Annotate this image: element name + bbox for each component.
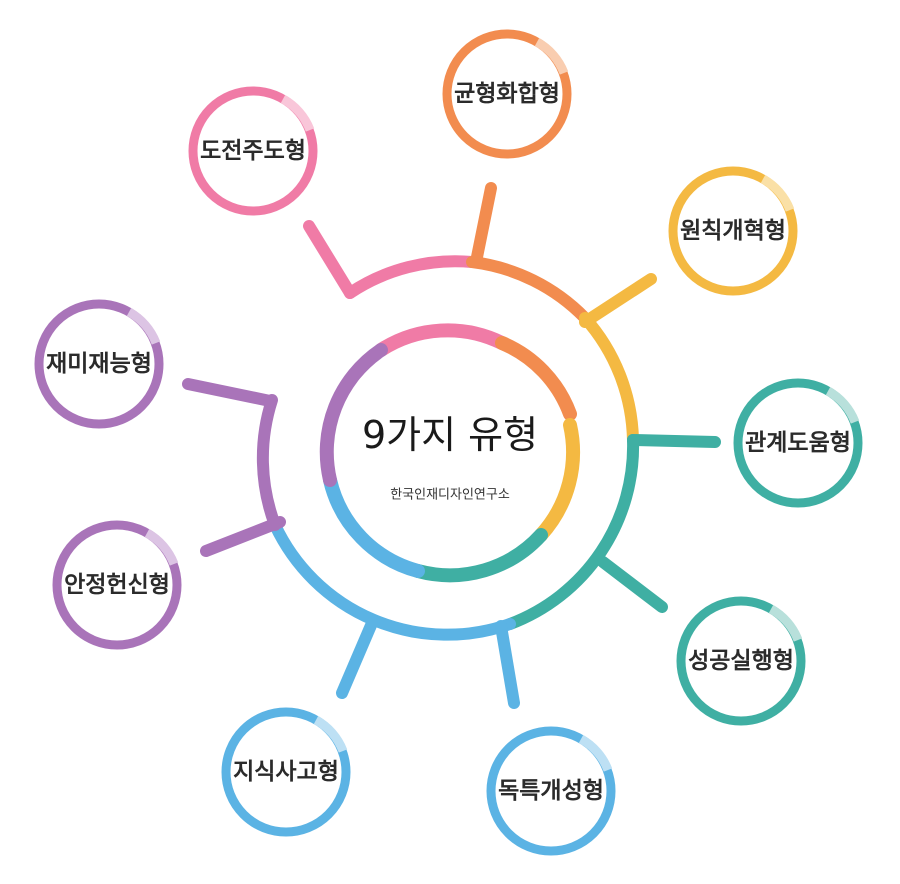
- node-label: 안정헌신형: [64, 572, 170, 598]
- connector-relation: [627, 434, 721, 448]
- node-ring: [676, 596, 806, 726]
- connector-stable: [200, 516, 286, 557]
- node-ring: [668, 166, 798, 296]
- node-ring-highlight: [534, 38, 569, 75]
- node-ring: [221, 707, 351, 837]
- node-ring: [52, 520, 182, 650]
- node-ring-highlight: [144, 529, 179, 566]
- node-label: 원칙개혁형: [680, 218, 786, 244]
- node-label: 독특개성형: [498, 778, 604, 804]
- inner-ring-blue-arc: [323, 473, 425, 578]
- node-ring-highlight: [280, 95, 315, 132]
- node-label: 성공실행형: [688, 648, 794, 674]
- inner-ring-pink-arc: [374, 323, 509, 357]
- node-stable: 안정헌신형: [52, 520, 182, 650]
- inner-ring-purple-arc: [319, 343, 388, 487]
- node-success: 성공실행형: [676, 596, 806, 726]
- node-ring-highlight: [578, 735, 613, 772]
- node-label: 도전주도형: [200, 138, 306, 164]
- node-label: 균형화합형: [454, 81, 560, 107]
- node-challenge: 도전주도형: [188, 86, 318, 216]
- node-balance: 균형화합형: [442, 29, 572, 159]
- connector-success: [597, 556, 668, 613]
- connector-challenge: [303, 220, 356, 299]
- connectors: [182, 182, 721, 709]
- node-fun: 재미재능형: [34, 299, 164, 429]
- connector-fun: [182, 378, 276, 407]
- node-ring: [733, 378, 863, 508]
- node-ring-highlight: [768, 605, 803, 642]
- center-subtitle: 한국인재디자인연구소: [390, 488, 510, 503]
- connector-principle: [579, 273, 657, 328]
- node-ring: [188, 86, 318, 216]
- outer-ring-teal-arc: [504, 434, 640, 630]
- inner-ring-orange-arc: [495, 336, 577, 421]
- connector-balance: [470, 182, 497, 268]
- node-ring: [34, 299, 164, 429]
- node-ring: [442, 29, 572, 159]
- node-label: 재미재능형: [46, 351, 152, 377]
- node-ring-highlight: [126, 308, 161, 345]
- node-label: 관계도움형: [745, 430, 851, 456]
- node-principle: 원칙개혁형: [668, 166, 798, 296]
- outer-ring-yellow-arc: [579, 312, 639, 446]
- outer-ring-purple-arc: [256, 394, 281, 531]
- node-unique: 독특개성형: [486, 726, 616, 856]
- node-ring-highlight: [313, 716, 348, 753]
- node-ring-highlight: [825, 387, 860, 424]
- outer-ring-pink-arc: [344, 255, 478, 299]
- node-knowledge: 지식사고형: [221, 707, 351, 837]
- connector-unique: [495, 620, 520, 709]
- outer-ring-orange-arc: [466, 256, 591, 324]
- connector-knowledge: [336, 617, 378, 699]
- inner-ring-yellow-arc: [534, 418, 581, 542]
- inner-ring-teal-arc: [411, 528, 548, 583]
- node-ring: [486, 726, 616, 856]
- node-ring-highlight: [760, 175, 795, 212]
- inner-ring: [319, 323, 581, 583]
- node-relation: 관계도움형: [733, 378, 863, 508]
- center-title: 9가지 유형: [362, 413, 538, 457]
- node-label: 지식사고형: [233, 759, 339, 785]
